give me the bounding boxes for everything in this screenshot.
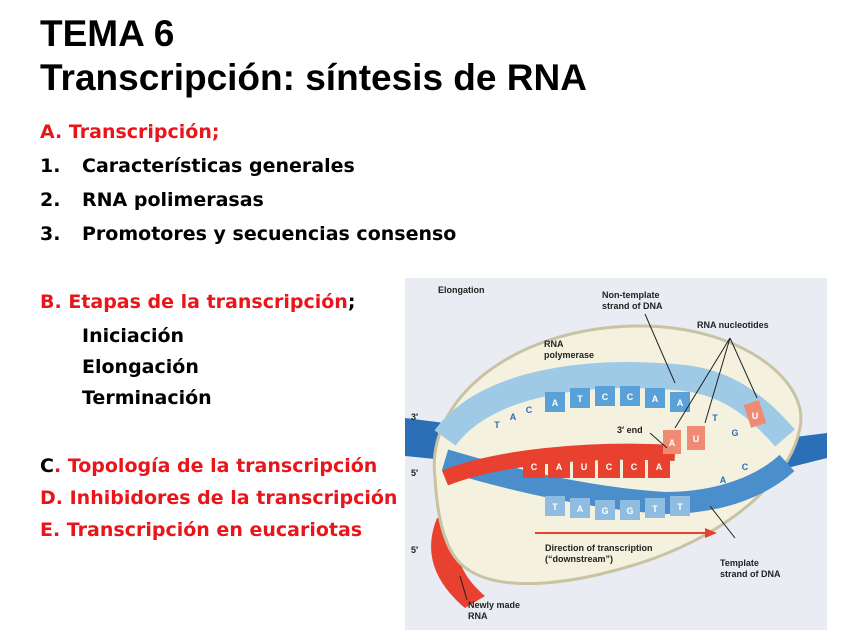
template-base-box: [570, 498, 590, 518]
section-b-heading: B. Etapas de la transcripción;: [40, 290, 355, 314]
item-number: 1.: [40, 155, 61, 177]
newly-made-rna-label-2: RNA: [468, 611, 488, 621]
base-label: A: [652, 394, 659, 404]
section-c-heading: C. Topología de la transcripción: [40, 454, 377, 478]
template-base-label: G: [626, 506, 633, 516]
polymerase-label-1: RNA: [544, 339, 564, 349]
base-label: T: [712, 413, 718, 423]
callout-line: [459, 575, 468, 601]
base-label: A: [677, 398, 684, 408]
free-nucleotide: [743, 400, 767, 428]
callout-line: [729, 337, 758, 399]
title-line-2: Transcripción: síntesis de RNA: [40, 57, 587, 98]
section-c-letter: C: [40, 455, 54, 477]
incoming-nucleotide: [687, 426, 705, 450]
item-text: Características generales: [82, 155, 355, 177]
section-a-heading: A. Transcripción;: [40, 121, 220, 143]
template-label-2: strand of DNA: [720, 569, 781, 579]
rna-base-box: [623, 454, 645, 478]
template-base-box: [545, 496, 565, 516]
rna-base-box: [523, 454, 545, 478]
section-c-text: . Topología de la transcripción: [53, 455, 378, 477]
base-label: T: [494, 420, 500, 430]
section-d-heading: D. Inhibidores de la transcripción: [40, 487, 398, 509]
outline-item-1: 1. Características generales: [40, 154, 355, 178]
item-text: Promotores y secuencias consenso: [82, 223, 457, 245]
template-base-box: [645, 498, 665, 518]
rna-base-label: C: [606, 462, 613, 472]
rna-base-label: A: [556, 462, 563, 472]
base-label: C: [602, 392, 609, 402]
three-prime-end-label: 3′ end: [617, 425, 643, 435]
section-b-title: B. Etapas de la transcripción: [40, 291, 348, 313]
base-label: C: [627, 392, 634, 402]
incoming-base-label: A: [669, 438, 676, 448]
rna-base-label: C: [631, 462, 638, 472]
template-base-label: A: [577, 504, 584, 514]
item-number: 2.: [40, 189, 61, 211]
three-prime-label: 3′: [411, 412, 418, 422]
rna-base-label: C: [531, 462, 538, 472]
free-nucleotide-label: U: [752, 411, 759, 421]
callout-line: [649, 432, 668, 449]
base-label: C: [742, 462, 749, 472]
template-label-1: Template: [720, 558, 759, 568]
base-box: [545, 392, 565, 412]
section-b-punct: ;: [347, 291, 356, 313]
callout-line: [644, 313, 676, 384]
polymerase-label-2: polymerase: [544, 350, 594, 360]
base-box: [570, 388, 590, 408]
template-base-label: T: [677, 502, 683, 512]
stage-iniciacion: Iniciación: [82, 325, 185, 347]
base-box: [595, 386, 615, 406]
non-template-label-1: Non-template: [602, 290, 660, 300]
base-label: A: [720, 475, 727, 485]
rna-base-label: A: [656, 462, 663, 472]
base-label: T: [577, 394, 583, 404]
template-base-label: T: [652, 504, 658, 514]
newly-made-rna-label-1: Newly made: [468, 600, 520, 610]
base-label: A: [552, 398, 559, 408]
item-number: 3.: [40, 223, 61, 245]
stage-terminacion: Terminación: [82, 387, 212, 409]
elongation-figure: A T C C A A T A C C A U C C A T A G: [405, 278, 827, 630]
incoming-nucleotide: [663, 430, 681, 454]
section-e-heading: E. Transcripción en eucariotas: [40, 519, 363, 541]
figure-title: Elongation: [438, 285, 485, 295]
rna-nucleotides-label: RNA nucleotides: [697, 320, 769, 330]
base-box: [645, 388, 665, 408]
base-box: [620, 386, 640, 406]
callout-line: [674, 337, 731, 429]
callout-line: [704, 337, 731, 424]
five-prime-label-b: 5′: [411, 545, 418, 555]
item-text: RNA polimerasas: [82, 189, 264, 211]
callout-line: [709, 505, 736, 539]
non-template-label-2: strand of DNA: [602, 301, 663, 311]
direction-label-1: Direction of transcription: [545, 543, 653, 553]
title-line-1: TEMA 6: [40, 13, 175, 54]
rna-base-box: [548, 454, 570, 478]
base-box: [670, 392, 690, 412]
direction-arrowhead: [705, 528, 717, 538]
template-base-label: G: [601, 506, 608, 516]
template-base-box: [620, 500, 640, 520]
rna-base-box: [573, 454, 595, 478]
base-label: A: [510, 412, 517, 422]
five-prime-label-a: 5′: [411, 468, 418, 478]
incoming-base-label: U: [693, 434, 700, 444]
rna-base-label: U: [581, 462, 588, 472]
stage-elongacion: Elongación: [82, 356, 199, 378]
rna-base-box: [648, 454, 670, 478]
template-base-box: [595, 500, 615, 520]
template-base-label: T: [552, 502, 558, 512]
template-base-box: [670, 496, 690, 516]
base-label: G: [731, 428, 738, 438]
direction-label-2: (“downstream”): [545, 554, 613, 564]
outline-item-3: 3. Promotores y secuencias consenso: [40, 222, 456, 246]
base-label: C: [526, 405, 533, 415]
rna-base-box: [598, 454, 620, 478]
outline-item-2: 2. RNA polimerasas: [40, 188, 264, 212]
slide-title: TEMA 6 Transcripción: síntesis de RNA: [40, 12, 587, 100]
